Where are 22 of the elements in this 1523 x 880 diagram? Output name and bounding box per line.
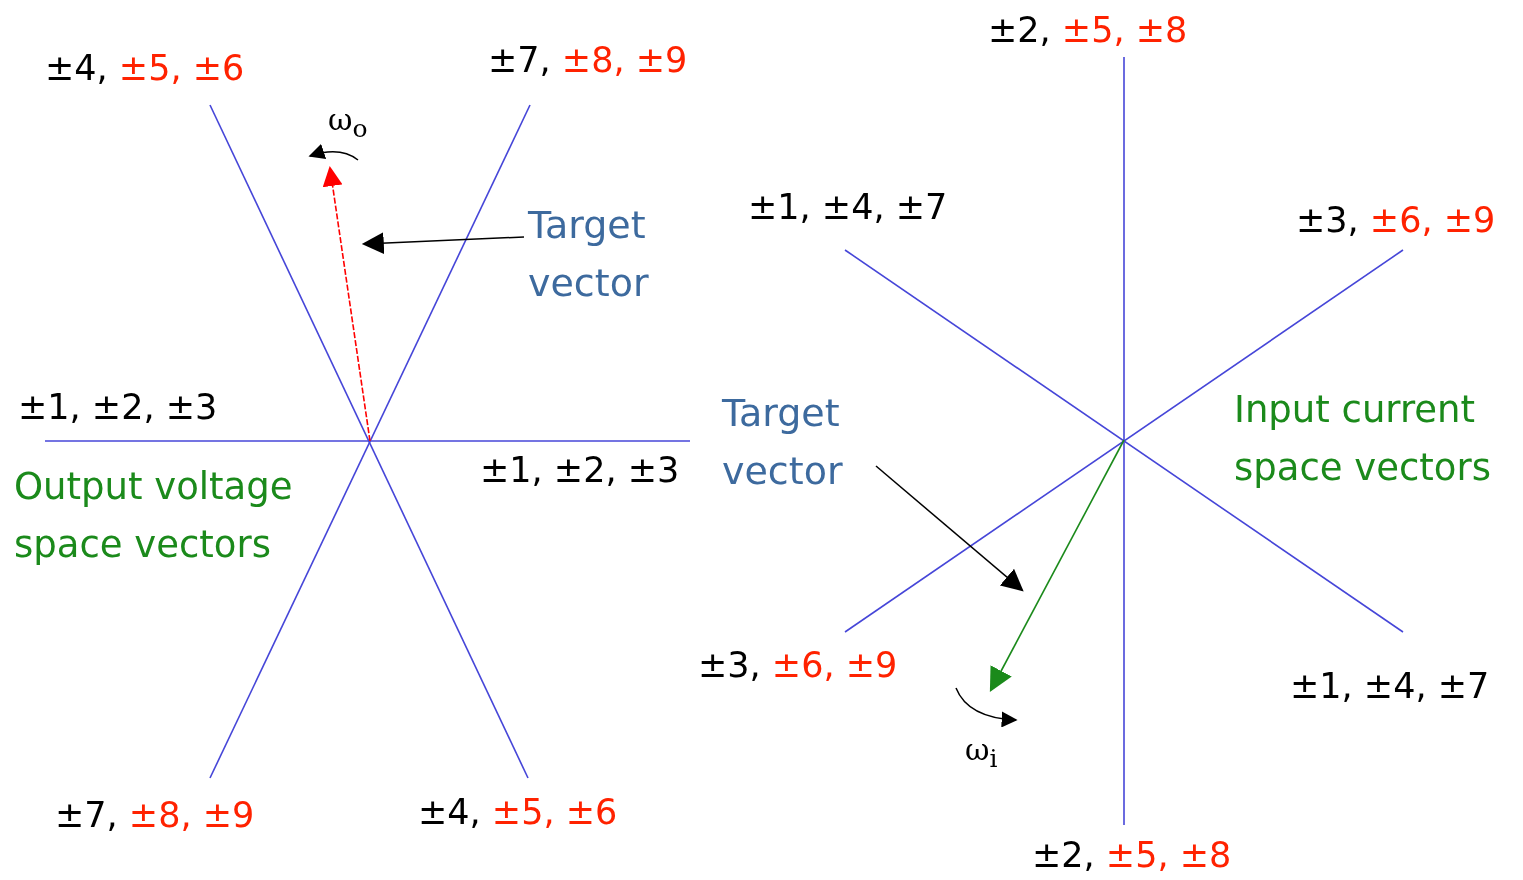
vector-index-label: ±1, ±4, ±7 (1290, 665, 1490, 708)
vector-index-label: ±1, ±4, ±7 (748, 186, 948, 229)
angular-frequency-label: ω$_{o}$ (328, 101, 368, 145)
vector-index-label: ±3, ±6, ±9 (698, 644, 898, 687)
vector-index-label: ±3, ±6, ±9 (1296, 199, 1496, 242)
target-vector-label: Target vector (528, 196, 688, 312)
vector-index-label: ±1, ±2, ±3 (480, 449, 680, 492)
vector-index-label: ±4, ±5, ±6 (418, 791, 618, 834)
leader-arrow (875, 465, 1024, 592)
vector-index-label: ±1, ±2, ±3 (18, 386, 218, 429)
vector-arrow (989, 439, 1125, 693)
target-vector-label: Target vector (722, 384, 882, 500)
vector-index-label: ±2, ±5, ±8 (1032, 834, 1232, 877)
angular-frequency-label: ω$_{i}$ (965, 731, 998, 775)
space-vectors-title: Input current space vectors (1234, 387, 1492, 491)
vector-index-label: ±2, ±5, ±8 (988, 9, 1188, 52)
vector-index-label: ±4, ±5, ±6 (45, 47, 245, 90)
vector-index-label: ±7, ±8, ±9 (55, 794, 255, 837)
leader-arrow (361, 232, 525, 255)
space-vectors-title: Output voltage space vectors (14, 464, 294, 568)
vector-index-label: ±7, ±8, ±9 (488, 39, 688, 82)
vector-arrow (322, 166, 371, 442)
